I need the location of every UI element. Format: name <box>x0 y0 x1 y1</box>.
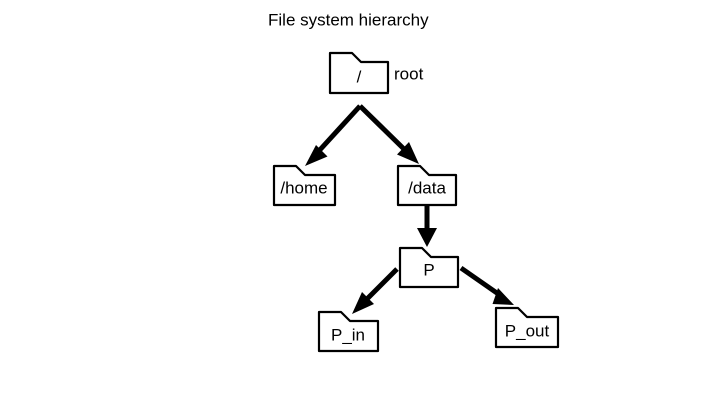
node-p_in-label: P_in <box>331 325 365 344</box>
edge-data-to-p <box>417 206 437 247</box>
node-data-label: /data <box>408 178 446 197</box>
folder-icon <box>494 306 560 349</box>
folder-icon <box>272 164 337 207</box>
edge-p-to-p_in <box>352 267 399 314</box>
edge-data-to-p-arrowhead <box>417 228 437 247</box>
edge-root-to-data-arrowhead <box>397 142 419 164</box>
edge-p-to-p_in-arrowhead <box>352 292 374 314</box>
folder-icon <box>317 310 380 353</box>
edge-root-to-home-line <box>315 104 362 155</box>
edge-root-to-home <box>305 104 362 166</box>
folder-icon <box>396 164 458 207</box>
node-home[interactable]: /home <box>272 164 337 207</box>
edge-root-to-home-arrowhead <box>305 145 328 166</box>
edge-p-to-p_out-line <box>459 265 502 298</box>
node-root[interactable]: / root <box>328 51 424 95</box>
node-p-label: P <box>423 260 434 279</box>
node-data[interactable]: /data <box>396 164 458 207</box>
node-root-side-label: root <box>394 64 424 83</box>
folder-icon <box>398 246 460 289</box>
edge-root-to-data-line <box>358 104 409 154</box>
edge-p-to-p_in-line <box>362 267 399 304</box>
edge-p-to-p_out <box>459 265 514 305</box>
edge-root-to-data <box>358 104 419 164</box>
diagram-title: File system hierarchy <box>268 10 429 29</box>
edge-p-to-p_out-arrowhead <box>492 288 514 305</box>
folder-icon <box>328 51 390 95</box>
node-p_in[interactable]: P_in <box>317 310 380 353</box>
node-root-label: / <box>357 67 362 86</box>
node-p_out-label: P_out <box>505 321 550 340</box>
node-home-label: /home <box>280 178 327 197</box>
node-p_out[interactable]: P_out <box>494 306 560 349</box>
node-p[interactable]: P <box>398 246 460 289</box>
